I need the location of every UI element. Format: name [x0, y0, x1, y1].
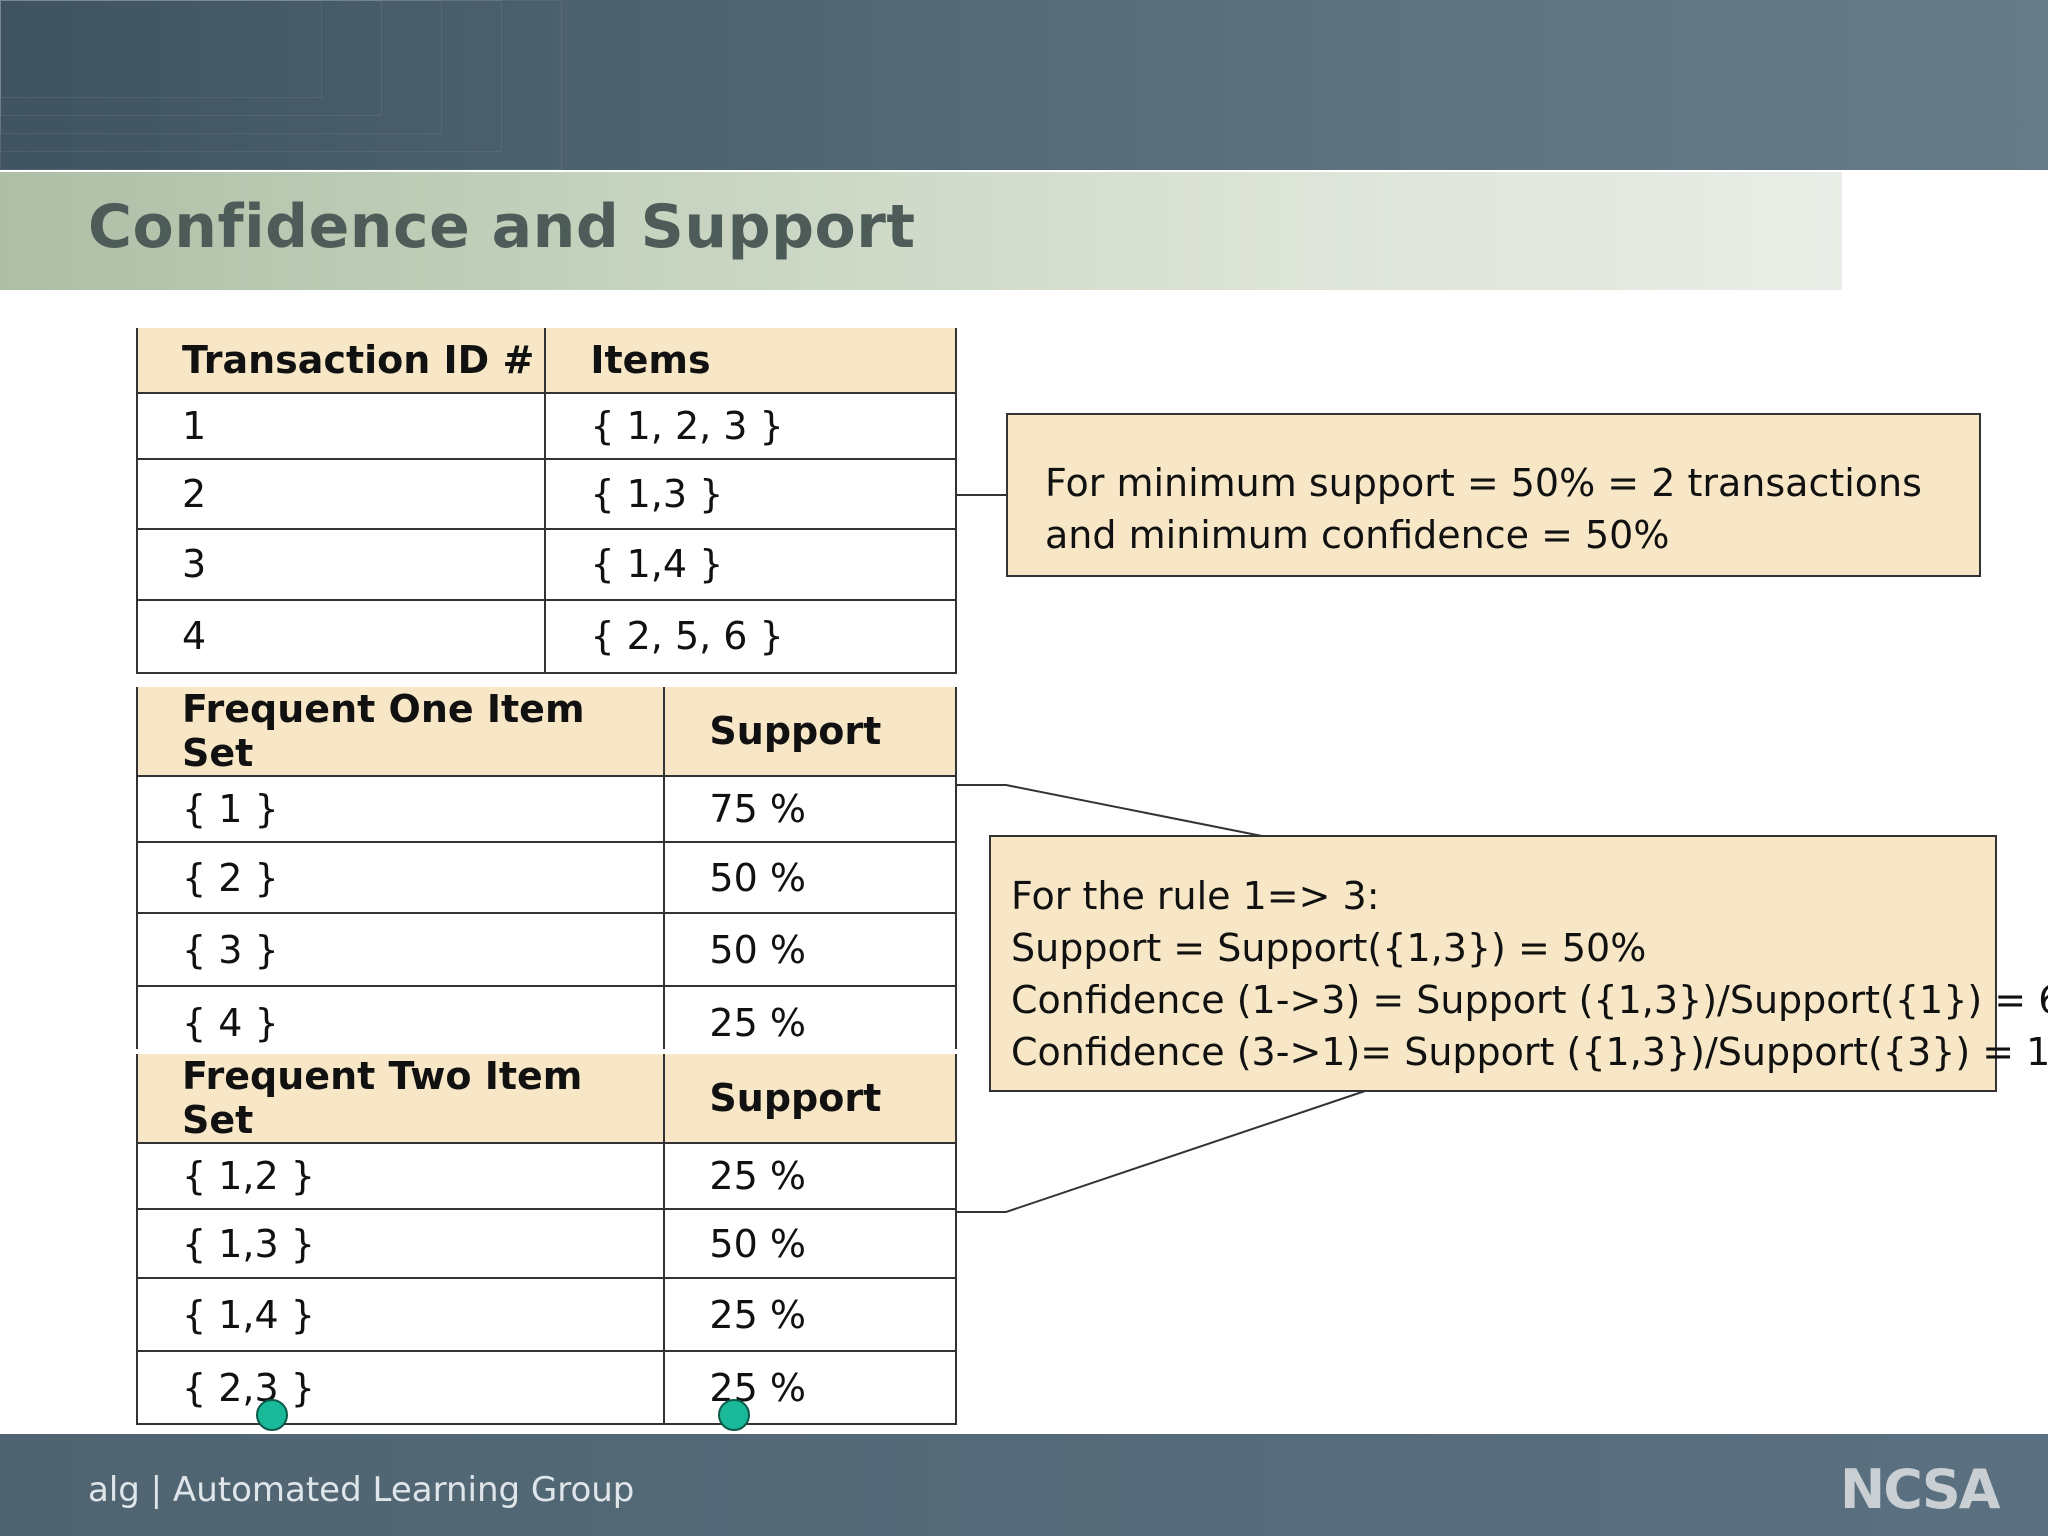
- callout-line: Confidence (3->1)= Support ({1,3})/Suppo…: [1011, 1030, 2048, 1074]
- column-header: Support: [663, 1049, 956, 1144]
- minimum-support-callout: For minimum support = 50% = 2 transactio…: [1006, 413, 1981, 577]
- column-header: Transaction ID #: [137, 323, 546, 394]
- footer-band: [0, 1434, 2048, 1536]
- table-cell: { 1,2 }: [135, 1142, 666, 1210]
- table-row: { 4 } 25 %: [135, 985, 957, 1060]
- ncsa-logo: NCSA: [1840, 1458, 2001, 1521]
- table-cell: 1: [135, 391, 547, 460]
- connector-two-item: [956, 1090, 1366, 1213]
- callout-line: Confidence (1->3) = Support ({1,3})/Supp…: [1011, 978, 2048, 1022]
- table-cell: 4: [135, 598, 547, 674]
- column-header: Support: [663, 682, 956, 777]
- header-band: [0, 0, 2048, 170]
- table-cell: 3: [135, 527, 547, 601]
- transactions-table: Transaction ID # Items 1 { 1, 2, 3 } 2 {…: [135, 323, 957, 674]
- callout-line: and minimum confidence = 50%: [1045, 513, 1670, 557]
- rule-callout: For the rule 1=> 3: Support = Support({1…: [989, 835, 2048, 1092]
- table-row: { 1,3 } 50 %: [135, 1208, 957, 1279]
- table-row: { 2 } 50 %: [135, 841, 957, 914]
- table-cell: 25 %: [663, 985, 957, 1060]
- table-row: 2 { 1,3 }: [135, 457, 957, 530]
- table-cell: { 2,3 }: [135, 1350, 666, 1425]
- two-item-set-table: Frequent Two Item Set Support { 1,2 } 25…: [135, 1049, 957, 1425]
- table-row: { 3 } 50 %: [135, 912, 957, 987]
- table-cell: 25 %: [663, 1142, 957, 1210]
- table-cell: { 4 }: [135, 985, 666, 1060]
- table-cell: { 1,4 }: [135, 1277, 666, 1352]
- table-cell: { 2, 5, 6 }: [544, 598, 957, 674]
- callout-line: For minimum support = 50% = 2 transactio…: [1045, 461, 1922, 505]
- table-cell: { 1 }: [135, 775, 666, 843]
- column-header: Frequent Two Item Set: [137, 1049, 665, 1144]
- table-cell: 50 %: [663, 912, 957, 987]
- table-cell: { 1, 2, 3 }: [544, 391, 957, 460]
- table-row: 3 { 1,4 }: [135, 527, 957, 601]
- table-row: { 1,4 } 25 %: [135, 1277, 957, 1352]
- table-row: 4 { 2, 5, 6 }: [135, 598, 957, 674]
- connector-one-item: [956, 784, 1263, 837]
- table-cell: { 2 }: [135, 841, 666, 914]
- column-header: Items: [544, 323, 956, 394]
- column-header: Frequent One Item Set: [137, 682, 665, 777]
- table-cell: { 1,3 }: [135, 1208, 666, 1279]
- slide-title: Confidence and Support: [88, 192, 916, 262]
- callout-line: Support = Support({1,3}) = 50%: [1011, 926, 1647, 970]
- table-cell: 75 %: [663, 775, 957, 843]
- title-bar: [0, 172, 1842, 290]
- table-cell: { 1,3 }: [544, 457, 957, 530]
- one-item-set-table: Frequent One Item Set Support { 1 } 75 %…: [135, 682, 957, 1060]
- footer-text: alg | Automated Learning Group: [88, 1470, 635, 1510]
- callout-line: For the rule 1=> 3:: [1011, 874, 1380, 918]
- column-handle[interactable]: [256, 1399, 288, 1431]
- table-cell: 25 %: [663, 1350, 957, 1425]
- table-cell: 25 %: [663, 1277, 957, 1352]
- column-handle[interactable]: [718, 1399, 750, 1431]
- table-cell: 50 %: [663, 841, 957, 914]
- table-row: { 2,3 } 25 %: [135, 1350, 957, 1425]
- table-row: { 1,2 } 25 %: [135, 1142, 957, 1210]
- table-row: { 1 } 75 %: [135, 775, 957, 843]
- table-row: 1 { 1, 2, 3 }: [135, 391, 957, 460]
- table-cell: { 1,4 }: [544, 527, 957, 601]
- table-cell: 50 %: [663, 1208, 957, 1279]
- table-cell: 2: [135, 457, 547, 530]
- table-cell: { 3 }: [135, 912, 666, 987]
